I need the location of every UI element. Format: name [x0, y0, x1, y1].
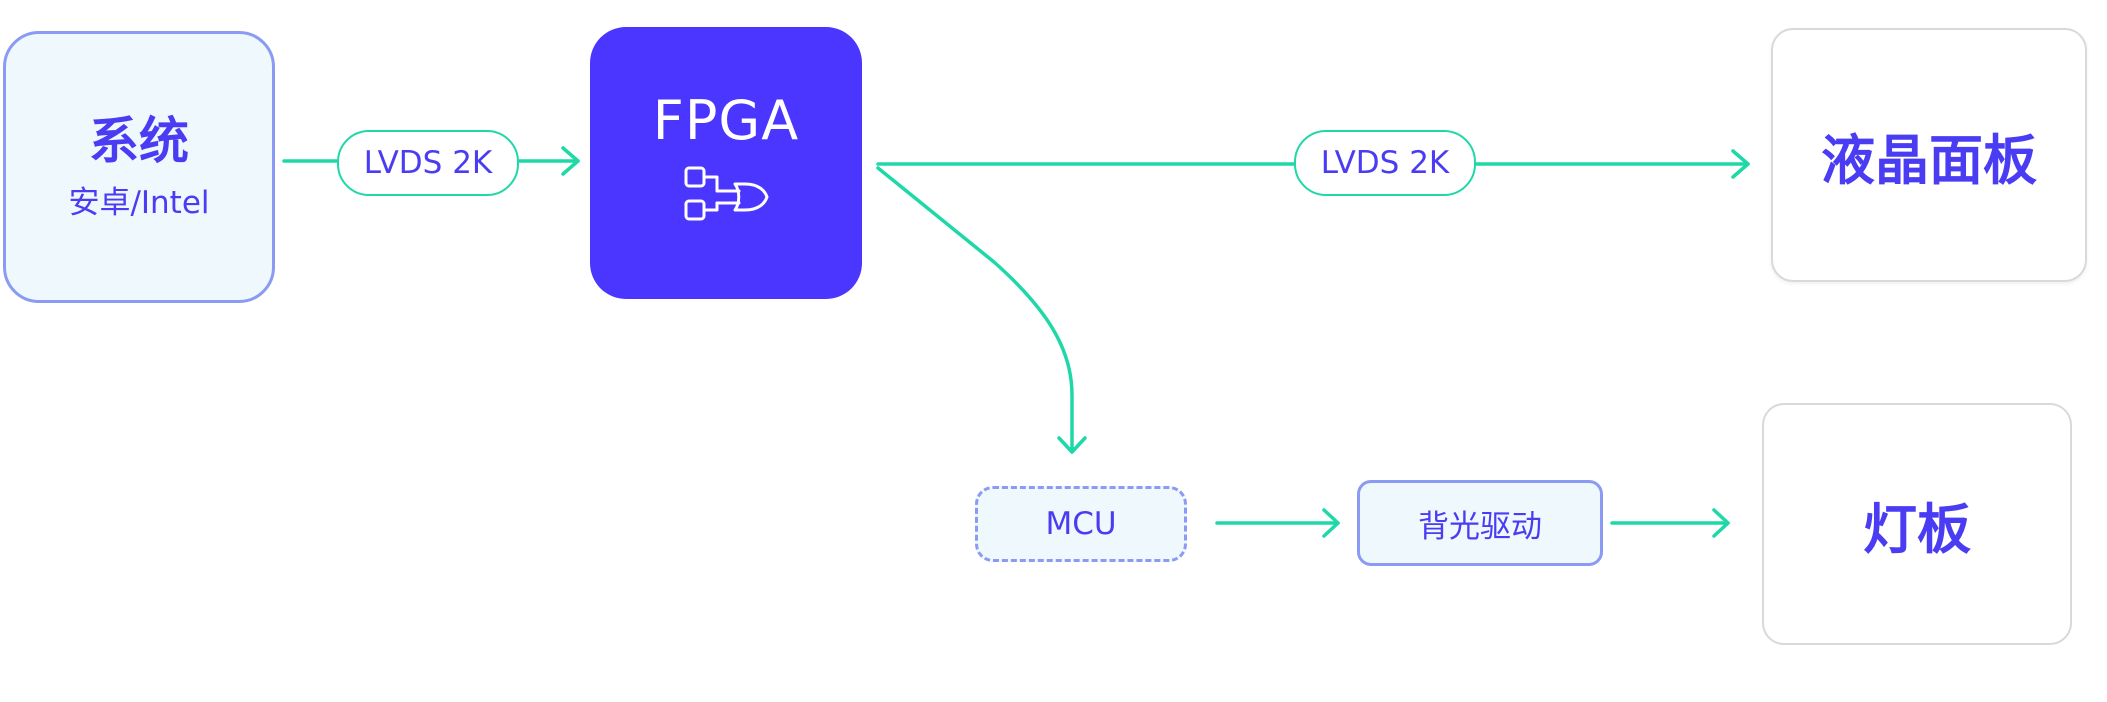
backlight-driver-node: 背光驱动	[1357, 480, 1603, 566]
arrowhead-fpga-mcu	[1057, 436, 1087, 454]
lcd-panel-node: 液晶面板	[1771, 28, 2087, 282]
edge-label-fpga-panel: LVDS 2K	[1294, 130, 1476, 196]
lcd-panel-title: 液晶面板	[1821, 128, 2037, 192]
lamp-board-title: 灯板	[1863, 497, 1971, 561]
system-title: 系统	[89, 112, 189, 170]
logic-gate-icon	[683, 165, 769, 229]
backlight-driver-title: 背光驱动	[1418, 508, 1542, 545]
mcu-node: MCU	[975, 486, 1187, 562]
arrowhead-mcu-driver	[1322, 508, 1340, 538]
fpga-title: FPGA	[652, 89, 800, 152]
arrowhead-fpga-panel	[1731, 149, 1750, 179]
fpga-node: FPGA	[590, 27, 862, 299]
arrowhead-system-fpga	[561, 146, 580, 176]
arrowhead-driver-lamp	[1712, 508, 1730, 538]
lamp-board-node: 灯板	[1762, 403, 2072, 645]
system-node: 系统 安卓/Intel	[3, 31, 275, 303]
edge-label-system-fpga: LVDS 2K	[337, 130, 519, 196]
system-subtitle: 安卓/Intel	[68, 185, 210, 221]
mcu-title: MCU	[1045, 506, 1117, 542]
edge-fpga-mcu	[876, 166, 1074, 454]
